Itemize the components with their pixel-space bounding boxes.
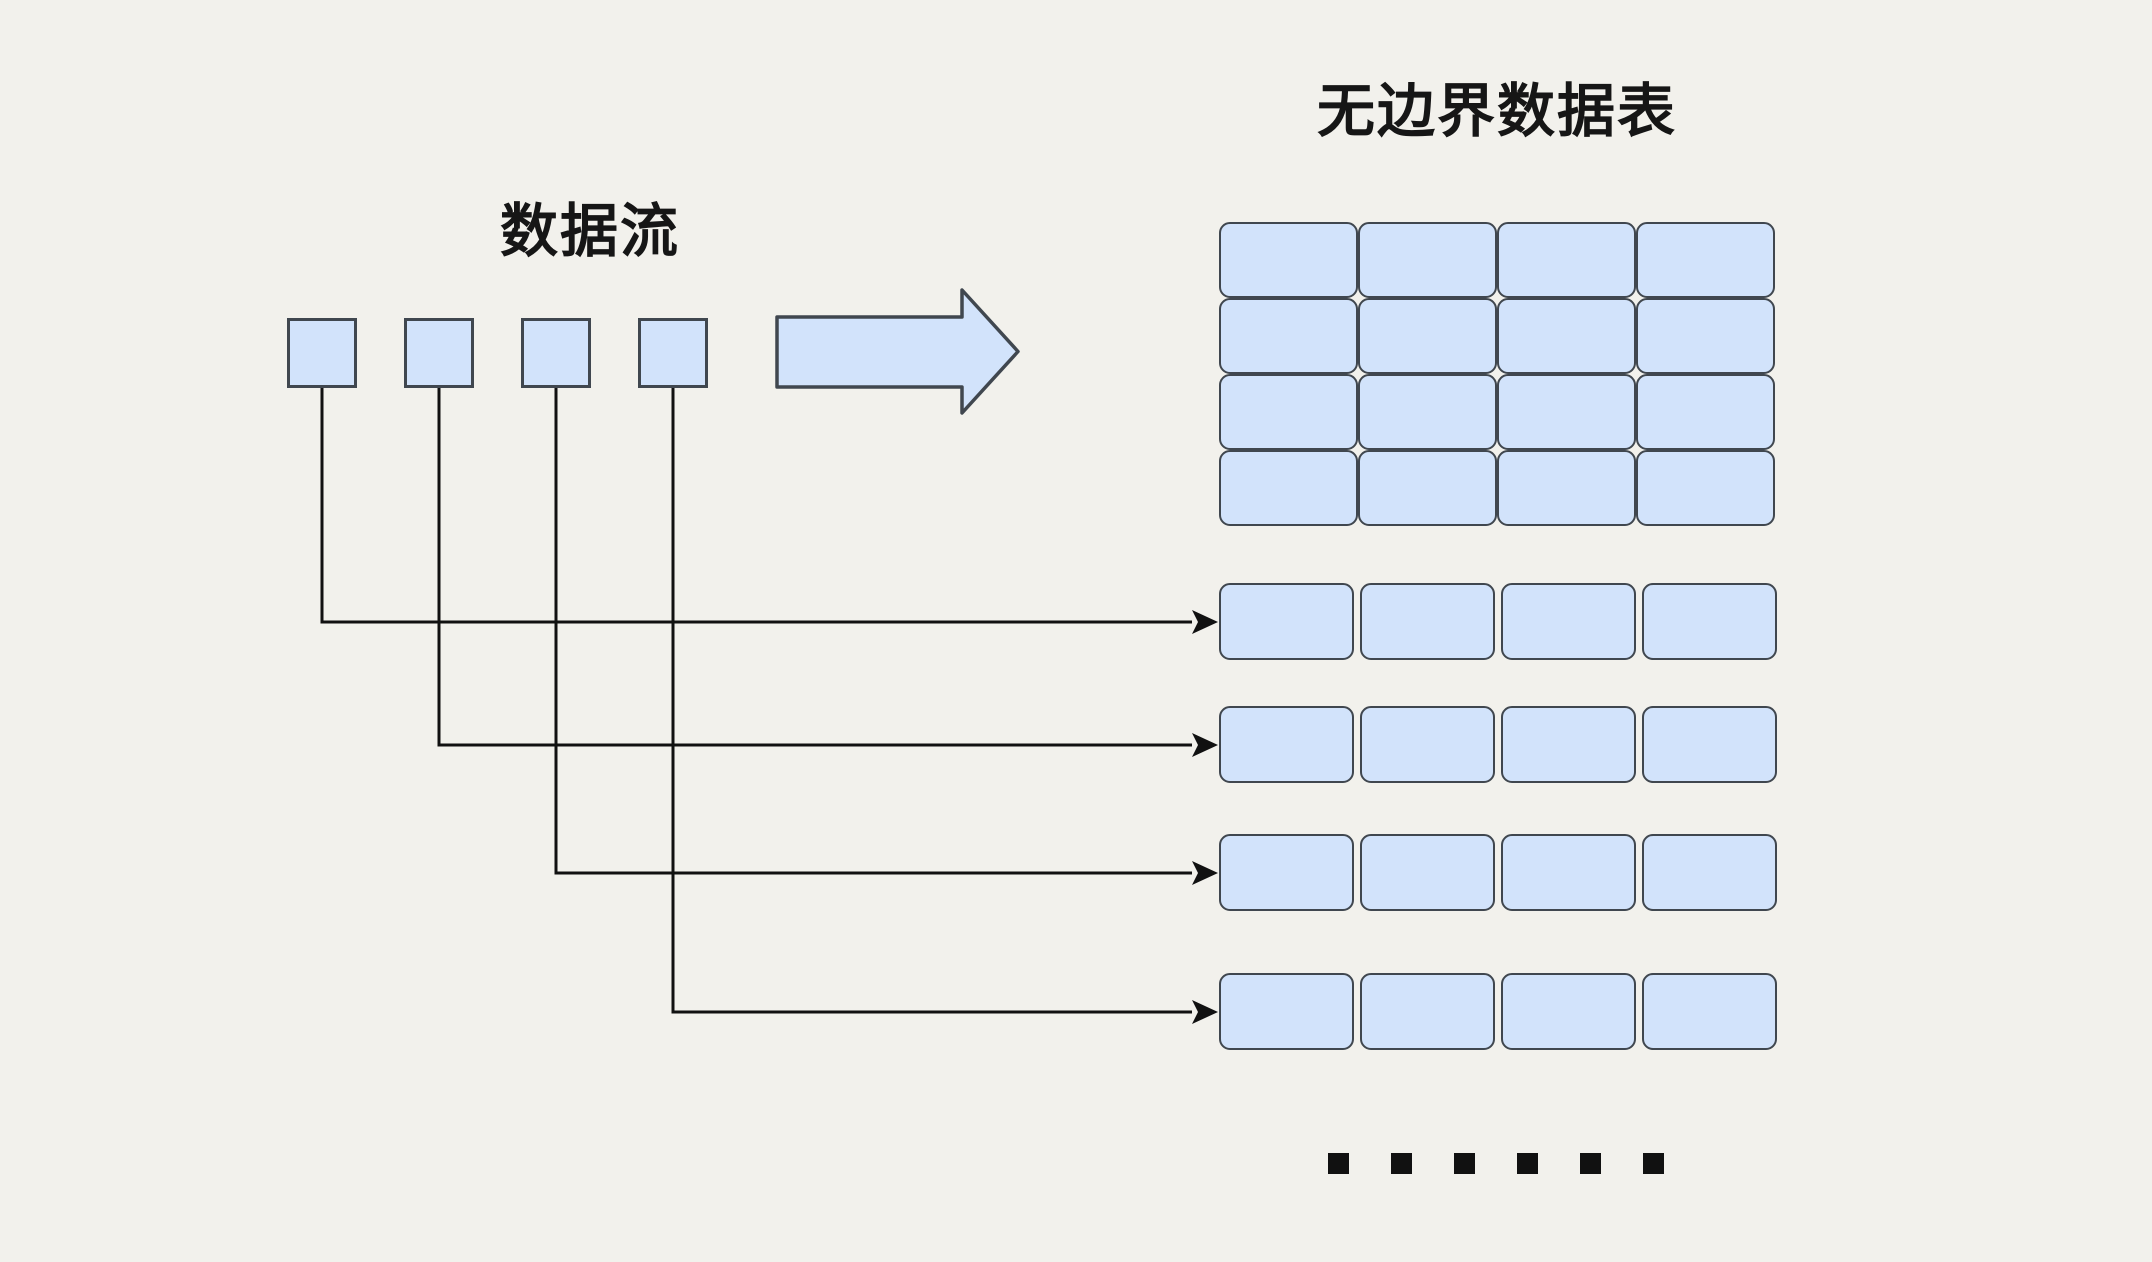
connector-arrowhead-4 [1192,1000,1218,1024]
table-row-cell [1360,583,1495,660]
table-row-cell [1360,834,1495,911]
table-row-cell [1501,583,1636,660]
table-grid-cell [1636,450,1775,526]
unbounded-table-grid [1219,222,1775,526]
table-grid-cell [1636,374,1775,450]
table-grid-cell [1358,298,1497,374]
table-row [1219,583,1777,660]
table-grid-cell [1358,450,1497,526]
table-row-cell [1642,973,1777,1050]
flow-right-arrow-icon [775,288,1020,415]
connector-line-4 [671,388,1192,1014]
ellipsis-dot [1580,1153,1601,1174]
stream-square [287,318,357,388]
table-row-cell [1219,706,1354,783]
table-grid-cell [1497,450,1636,526]
table-grid-cell [1219,450,1358,526]
connector-arrowhead-2 [1192,733,1218,757]
unbounded-table-label: 无边界数据表 [1316,79,1677,144]
connector-arrowhead-1 [1192,610,1218,634]
ellipsis-dot [1391,1153,1412,1174]
stream-square [638,318,708,388]
table-row-cell [1360,973,1495,1050]
connector-arrowhead-3 [1192,861,1218,885]
table-grid-cell [1358,374,1497,450]
table-row-cell [1219,583,1354,660]
table-grid-cell [1358,222,1497,298]
ellipsis-dot [1328,1153,1349,1174]
ellipsis-dot [1517,1153,1538,1174]
table-grid-cell [1636,222,1775,298]
stream-squares [287,318,708,388]
table-row-cell [1219,834,1354,911]
table-grid-cell [1219,222,1358,298]
table-grid-cell [1497,374,1636,450]
table-row-cell [1642,834,1777,911]
stream-label: 数据流 [500,199,681,264]
ellipsis-dot [1643,1153,1664,1174]
table-row-cell [1501,706,1636,783]
table-row-cell [1360,706,1495,783]
table-row [1219,973,1777,1050]
table-grid-cell [1219,374,1358,450]
connector-line-2 [437,388,1192,747]
table-grid-cell [1219,298,1358,374]
table-row [1219,706,1777,783]
stream-square [521,318,591,388]
table-row-cell [1219,973,1354,1050]
table-row [1219,834,1777,911]
stream-square [404,318,474,388]
table-row-cell [1501,834,1636,911]
table-row-cell [1642,583,1777,660]
table-grid-cell [1497,298,1636,374]
connector-line-3 [554,388,1192,875]
table-row-cell [1501,973,1636,1050]
ellipsis-dot [1454,1153,1475,1174]
ellipsis-dots [1328,1153,1664,1174]
table-row-cell [1642,706,1777,783]
connector-line-1 [320,388,1192,624]
table-grid-cell [1497,222,1636,298]
table-grid-cell [1636,298,1775,374]
